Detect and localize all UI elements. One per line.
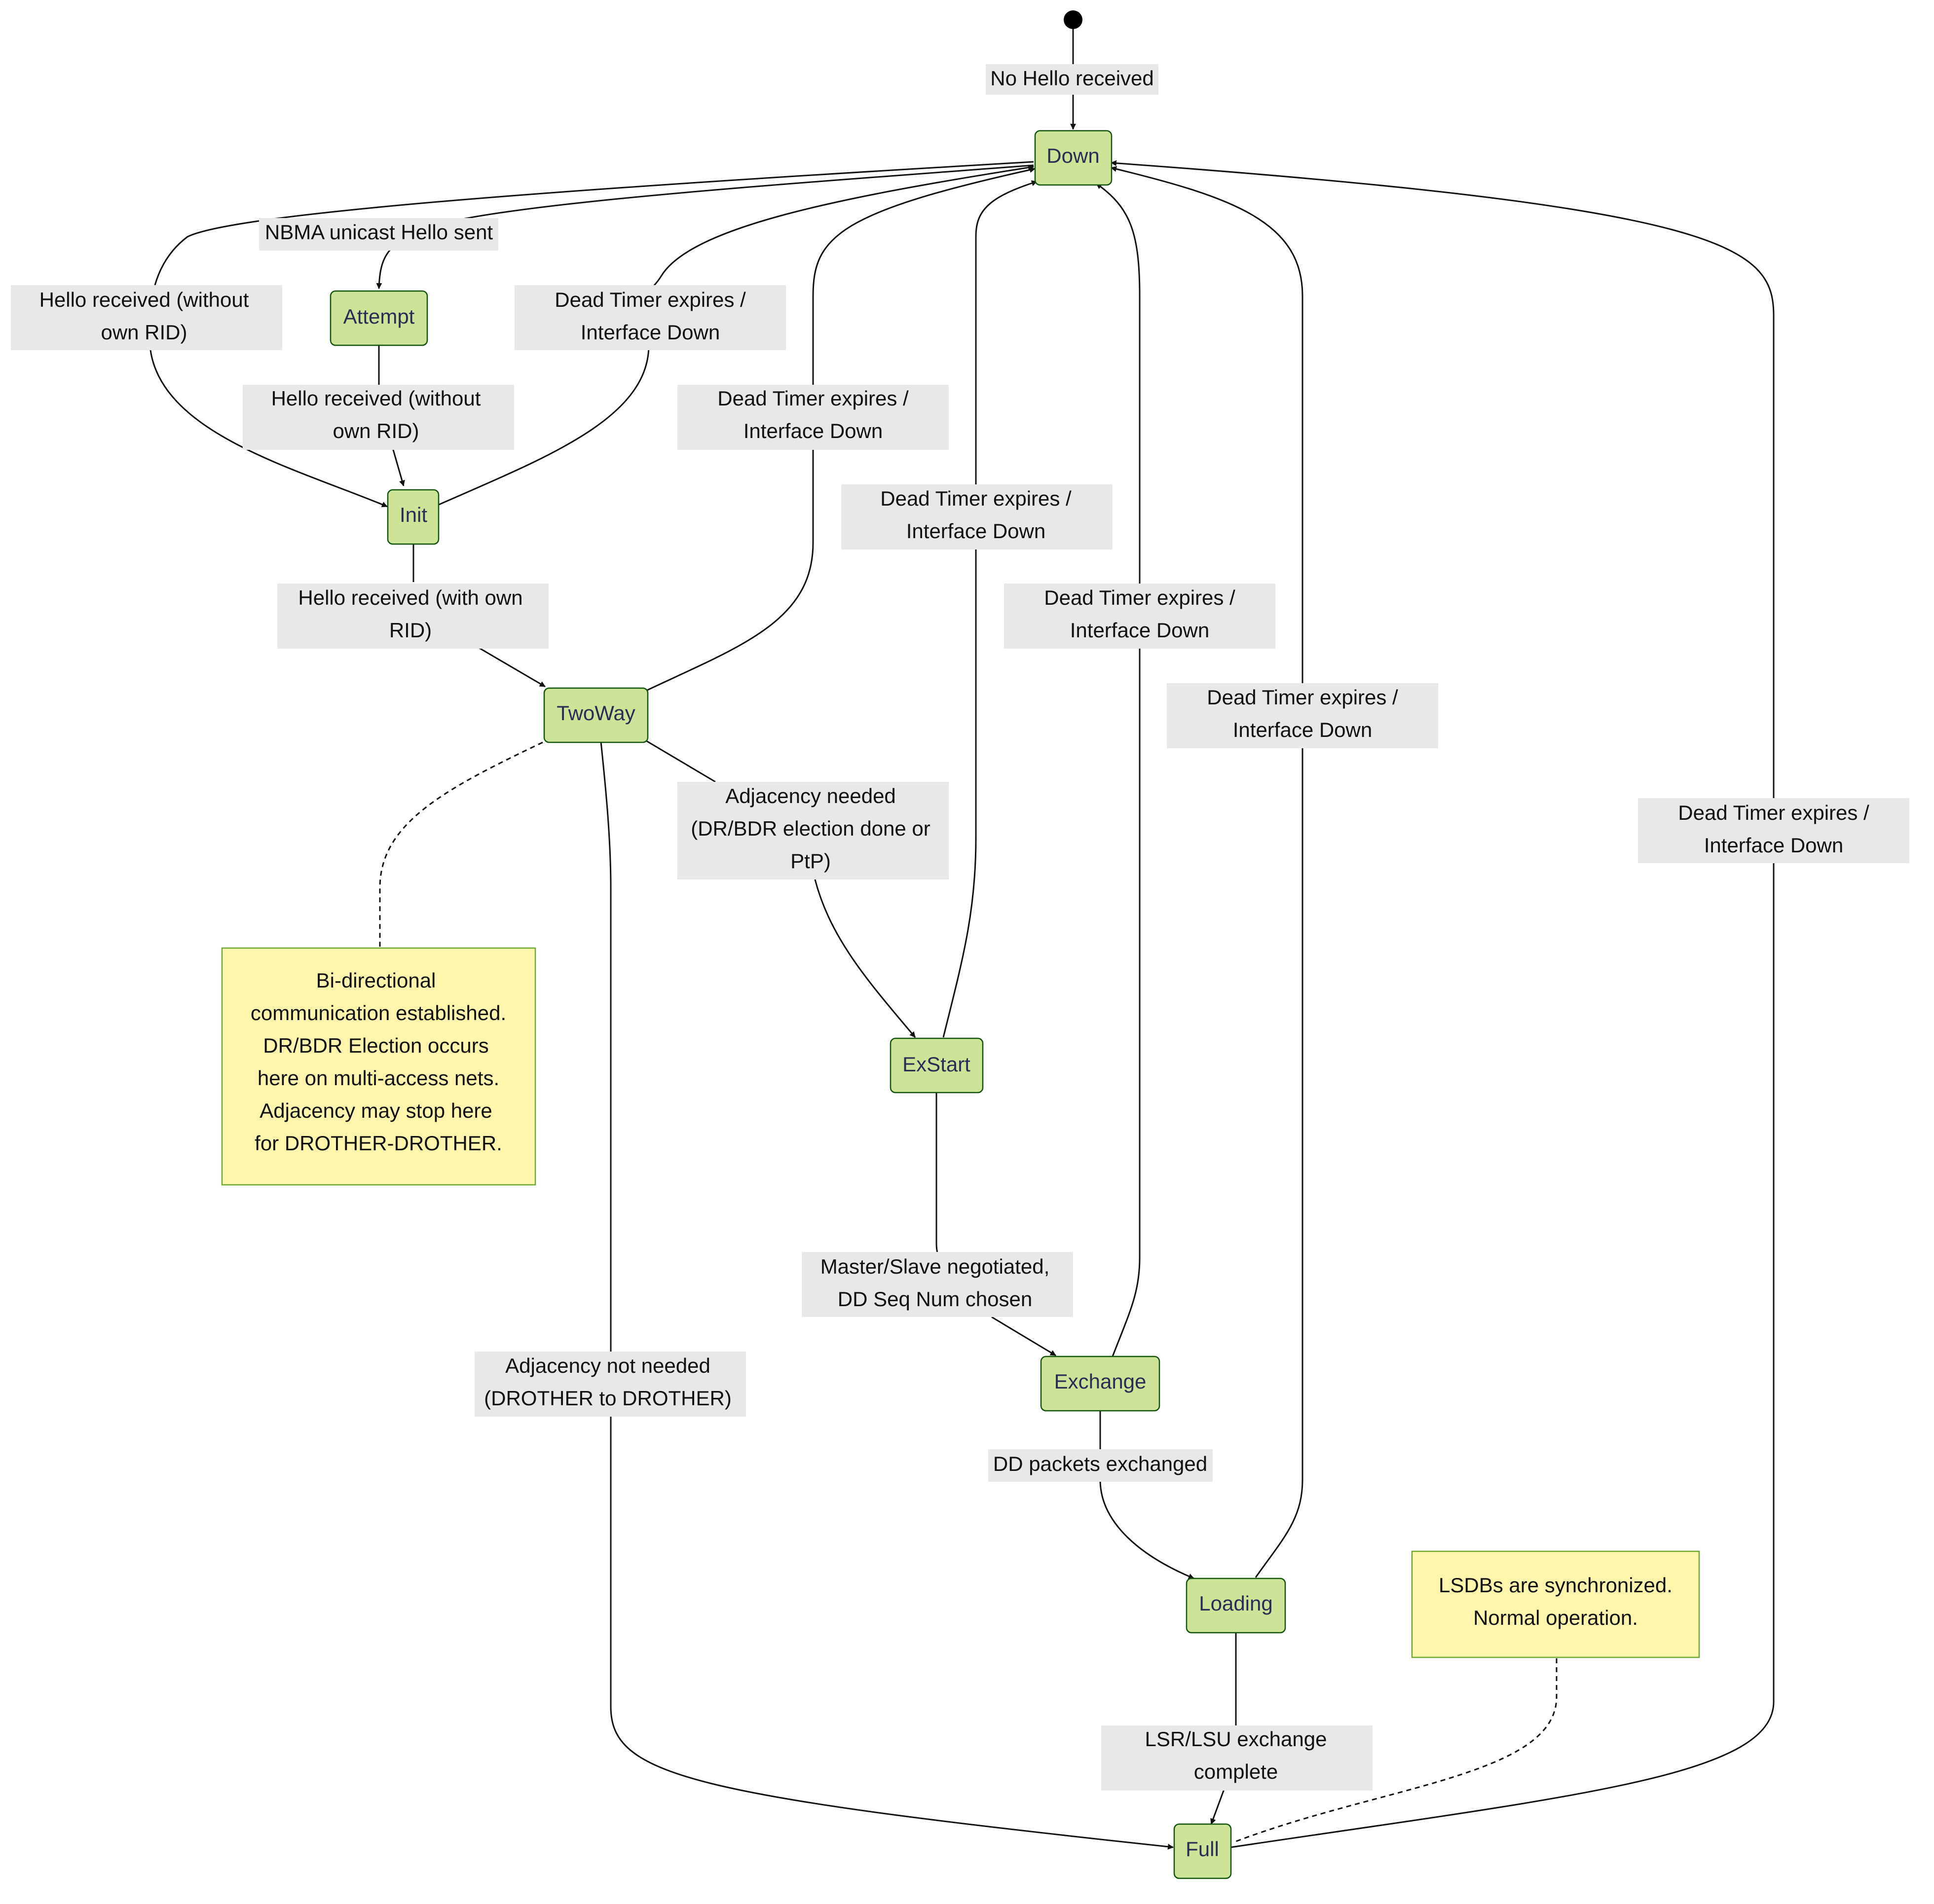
label-down-to-init: Hello received (without own RID) <box>11 285 282 350</box>
note-text: DR/BDR Election occurs <box>263 1034 488 1057</box>
edge-loading-to-down <box>1111 166 1303 1578</box>
label-down-to-attempt: NBMA unicast Hello sent <box>259 218 498 251</box>
label-text: Dead Timer expires / <box>880 487 1072 510</box>
edge-exchange-to-down <box>1096 183 1141 1357</box>
label-text: complete <box>1194 1760 1278 1783</box>
edge-attempt-to-init <box>378 344 404 486</box>
edge-loading-to-full <box>1211 1632 1237 1824</box>
label-exstart-to-down: Dead Timer expires / Interface Down <box>841 484 1113 549</box>
note-twoway: Bi-directional communication established… <box>221 947 536 1186</box>
label-text: No Hello received <box>990 67 1154 90</box>
label-text: Interface Down <box>1070 619 1209 642</box>
edge-twoway-to-exstart <box>646 740 915 1037</box>
initial-state-marker <box>1064 10 1082 29</box>
state-label: Down <box>1046 144 1099 167</box>
label-exstart-to-exchange: Master/Slave negotiated, DD Seq Num chos… <box>802 1252 1073 1317</box>
label-text: Dead Timer expires / <box>1678 801 1869 824</box>
state-exstart: ExStart <box>890 1037 984 1094</box>
edge-down-to-init <box>149 161 1034 508</box>
label-init-to-twoway: Hello received (with own RID) <box>277 584 549 649</box>
label-text: Adjacency not needed <box>505 1354 710 1377</box>
note-link-full <box>1233 1658 1558 1843</box>
label-start-to-down: No Hello received <box>986 64 1158 95</box>
note-text: communication established. <box>251 1001 506 1025</box>
note-text: Adjacency may stop here <box>260 1099 492 1122</box>
label-text: own RID) <box>333 419 419 442</box>
state-full: Full <box>1173 1823 1232 1879</box>
label-attempt-to-init: Hello received (without own RID) <box>243 385 514 450</box>
label-text: PtP) <box>790 849 831 873</box>
note-text: here on multi-access nets. <box>258 1066 499 1090</box>
edge-exstart-to-down <box>942 180 1038 1038</box>
label-text: Hello received (without <box>271 387 481 410</box>
label-twoway-to-exstart: Adjacency needed (DR/BDR election done o… <box>677 782 949 879</box>
label-full-to-down: Dead Timer expires / Interface Down <box>1638 798 1909 863</box>
label-text: Interface Down <box>581 321 720 344</box>
label-text: RID) <box>389 619 432 642</box>
state-twoway: TwoWay <box>543 687 649 743</box>
state-label: Full <box>1186 1837 1219 1861</box>
state-loading: Loading <box>1186 1577 1286 1634</box>
state-label: TwoWay <box>557 701 635 725</box>
label-text: Hello received (with own <box>298 586 522 609</box>
state-exchange: Exchange <box>1040 1355 1160 1412</box>
edge-init-to-twoway <box>412 544 545 687</box>
label-text: Dead Timer expires / <box>1207 686 1398 709</box>
label-text: Interface Down <box>1233 718 1372 741</box>
label-text: DD packets exchanged <box>993 1452 1207 1475</box>
label-text: DD Seq Num chosen <box>838 1287 1033 1311</box>
label-twoway-to-full: Adjacency not needed (DROTHER to DROTHER… <box>475 1352 746 1417</box>
label-loading-to-full: LSR/LSU exchange complete <box>1101 1725 1373 1791</box>
label-twoway-to-down: Dead Timer expires / Interface Down <box>677 385 949 450</box>
label-text: NBMA unicast Hello sent <box>265 220 493 244</box>
label-text: Adjacency needed <box>725 784 896 807</box>
state-down: Down <box>1034 130 1113 186</box>
state-label: Attempt <box>343 305 415 328</box>
edge-down-to-attempt <box>376 164 1034 289</box>
label-text: Hello received (without <box>39 288 249 311</box>
note-text: LSDBs are synchronized. <box>1439 1574 1673 1597</box>
edge-exchange-to-loading <box>1099 1410 1194 1578</box>
label-text: Dead Timer expires / <box>1044 586 1235 609</box>
edge-full-to-down <box>1111 160 1775 1848</box>
edge-twoway-to-full <box>600 741 1174 1850</box>
note-full: LSDBs are synchronized. Normal operation… <box>1411 1550 1700 1658</box>
state-attempt: Attempt <box>330 290 428 346</box>
state-label: ExStart <box>902 1053 970 1076</box>
label-text: Interface Down <box>744 419 883 442</box>
label-init-to-down: Dead Timer expires / Interface Down <box>515 285 786 350</box>
state-label: Loading <box>1199 1592 1272 1615</box>
note-link-twoway <box>379 741 543 947</box>
note-text: Normal operation. <box>1473 1606 1638 1629</box>
label-text: Master/Slave negotiated, <box>820 1255 1050 1278</box>
state-label: Init <box>400 503 427 526</box>
label-text: Interface Down <box>906 519 1045 543</box>
label-loading-to-down: Dead Timer expires / Interface Down <box>1167 683 1438 748</box>
label-text: (DR/BDR election done or <box>691 817 930 840</box>
label-text: own RID) <box>101 321 187 344</box>
note-text: for DROTHER-DROTHER. <box>255 1132 502 1155</box>
label-text: Dead Timer expires / <box>555 288 746 311</box>
label-text: LSR/LSU exchange <box>1145 1727 1327 1751</box>
label-text: Interface Down <box>1704 834 1843 857</box>
note-text: Bi-directional <box>316 969 436 992</box>
state-label: Exchange <box>1054 1370 1147 1393</box>
label-exchange-to-loading: DD packets exchanged <box>988 1449 1213 1482</box>
edge-twoway-to-down <box>646 167 1036 692</box>
label-exchange-to-down: Dead Timer expires / Interface Down <box>1004 584 1275 649</box>
label-text: (DROTHER to DROTHER) <box>484 1387 732 1410</box>
state-init: Init <box>387 489 440 545</box>
label-text: Dead Timer expires / <box>717 387 909 410</box>
